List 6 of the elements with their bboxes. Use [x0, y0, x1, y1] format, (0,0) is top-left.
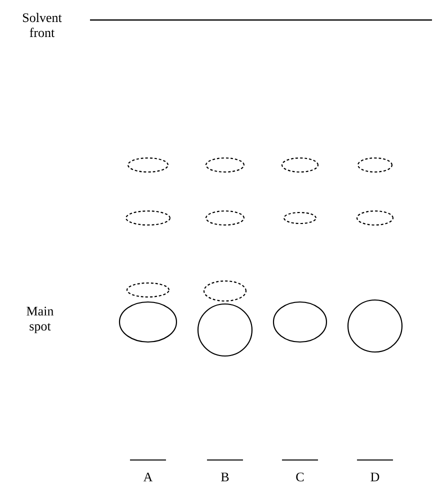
axis-label: Main spot	[26, 306, 54, 334]
lane-label: B	[221, 472, 229, 482]
axis-label: Solvent front	[23, 12, 62, 38]
lane-label: C	[296, 472, 304, 482]
lane-label: D	[370, 472, 380, 482]
lane-label: A	[143, 472, 153, 482]
